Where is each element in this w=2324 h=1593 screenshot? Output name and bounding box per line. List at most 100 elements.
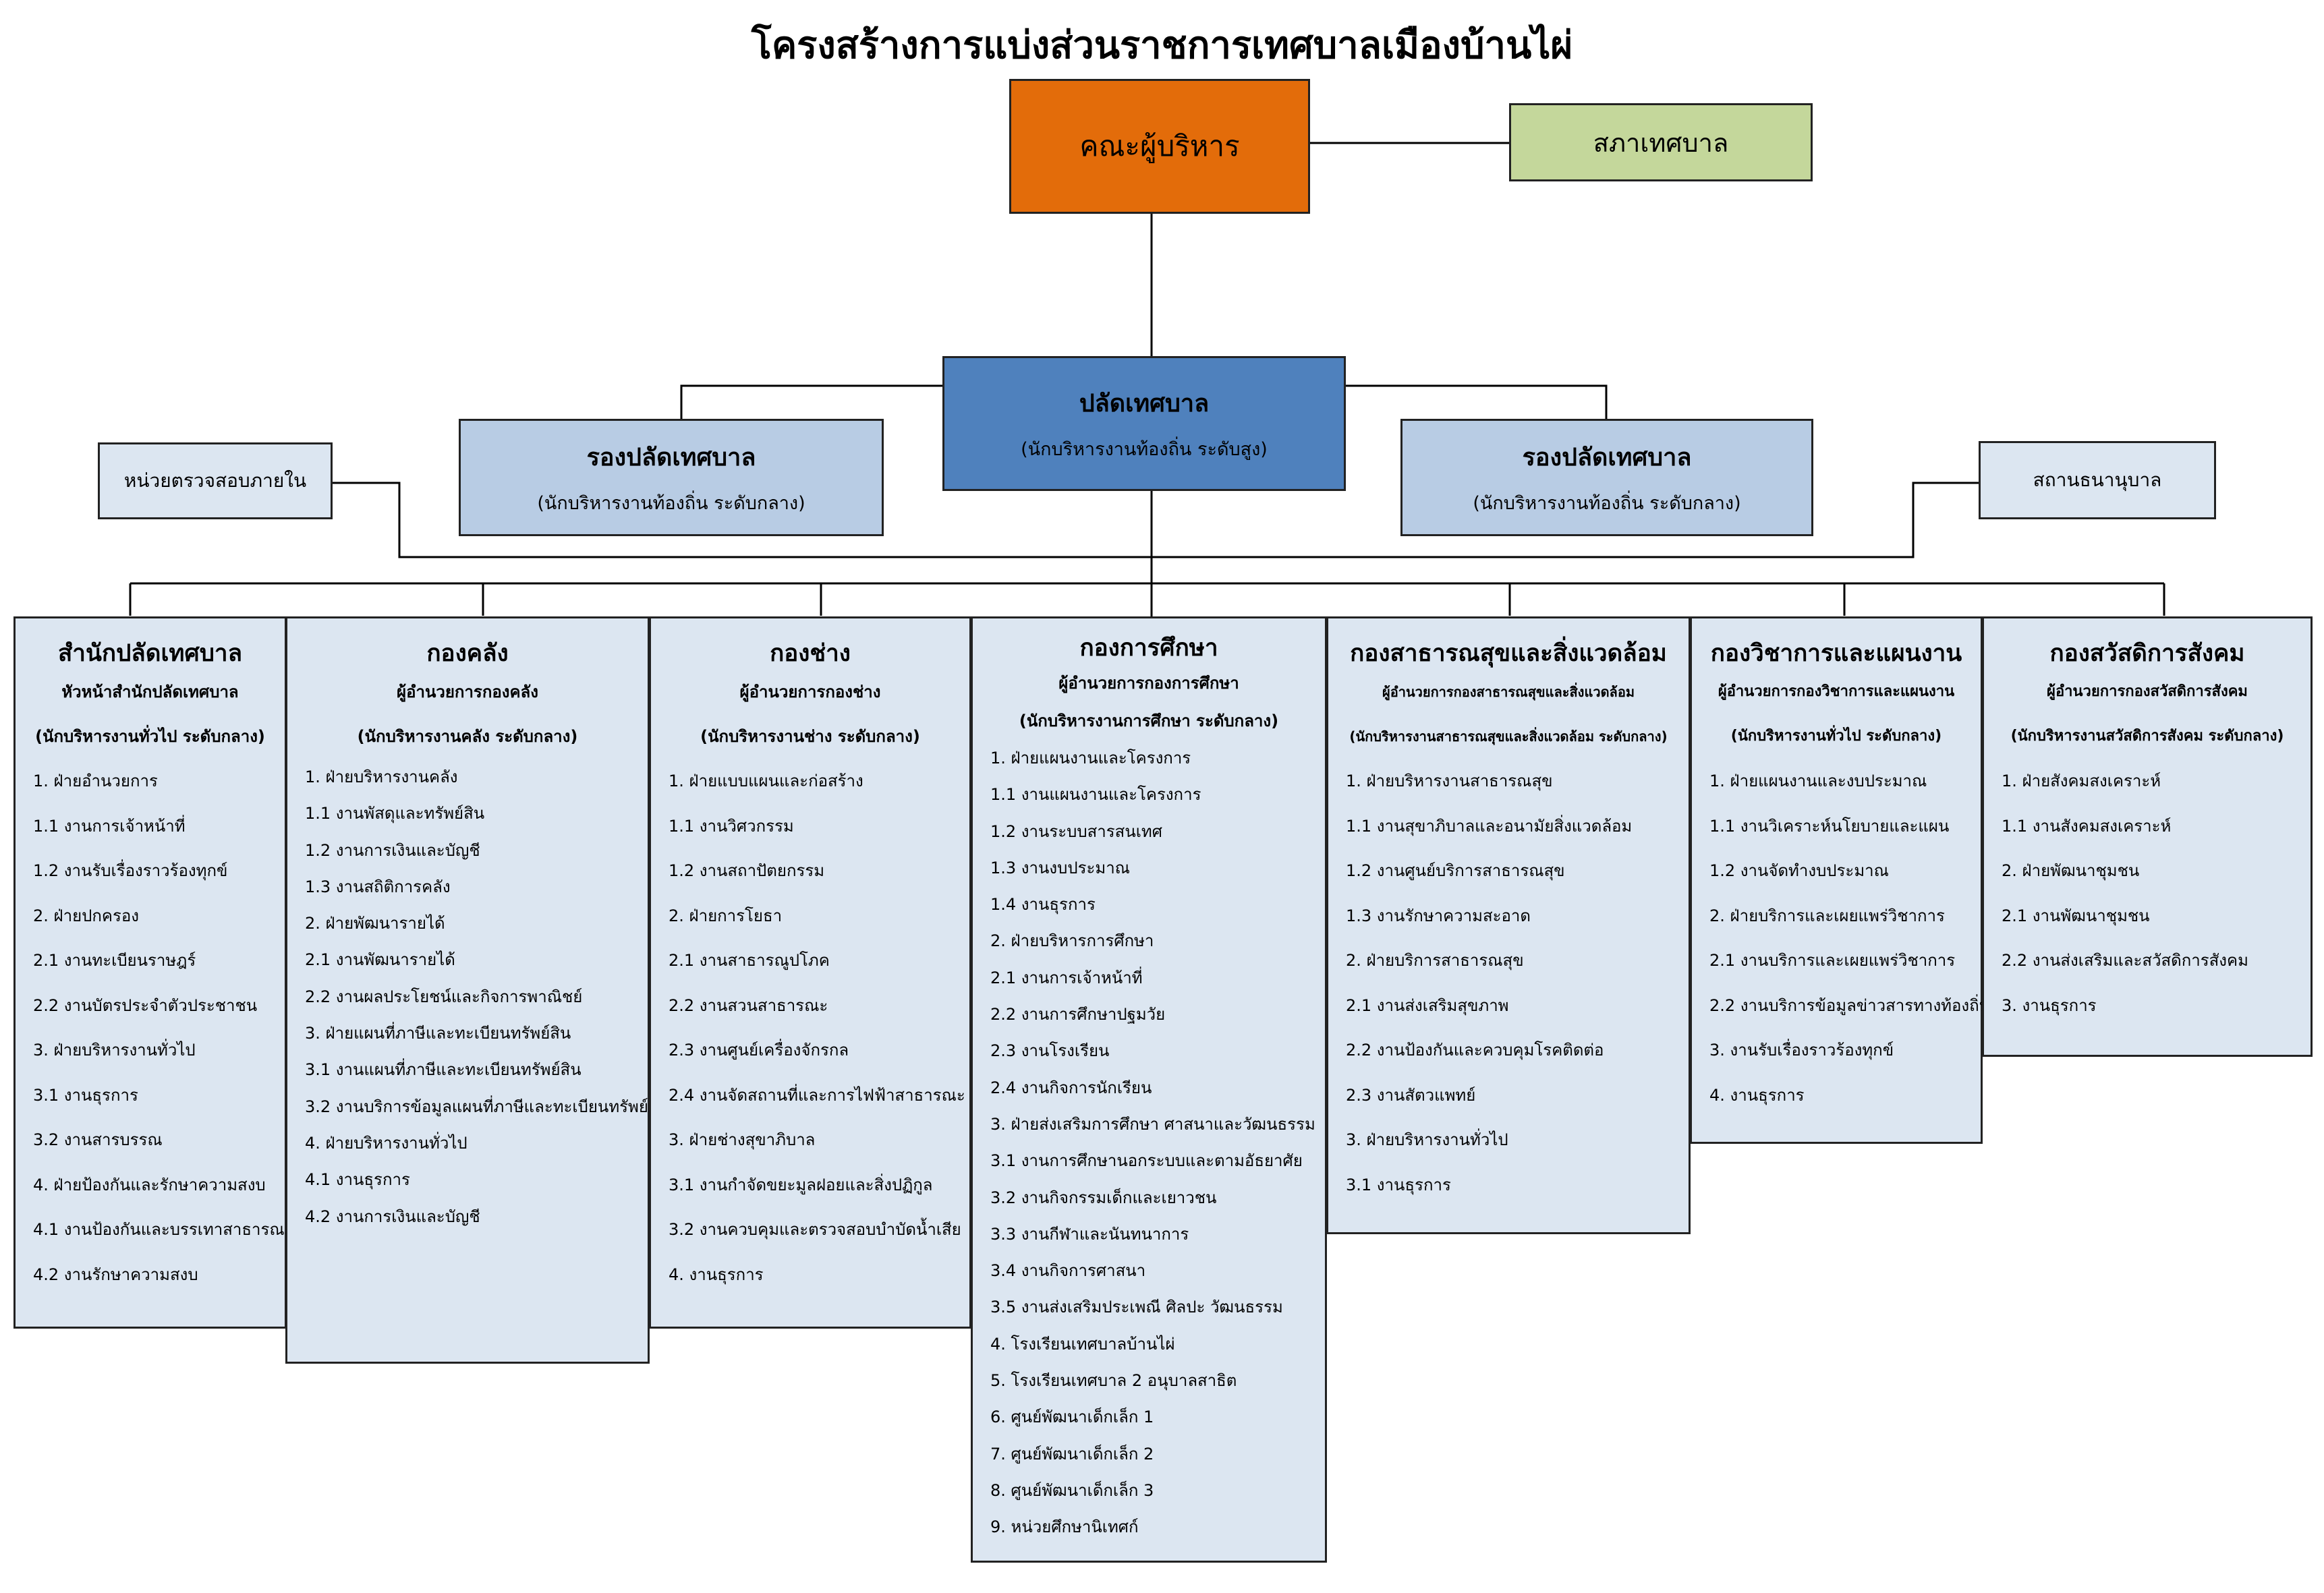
department-item: 2.2 งานสวนสาธารณะ xyxy=(669,995,828,1015)
pawnshop-box: สถานธนานุบาล xyxy=(1979,441,2216,519)
department-item: 2.3 งานสัตวแพทย์ xyxy=(1346,1085,1476,1105)
deputy-left-rank: (นักบริหารงานท้องถิ่น ระดับกลาง) xyxy=(537,493,805,514)
department-item: 1.2 งานสถาปัตยกรรม xyxy=(669,861,825,880)
department-item: 3. ฝ่ายช่างสุขาภิบาล xyxy=(669,1130,816,1149)
department-item: 1.3 งานสถิติการคลัง xyxy=(305,877,451,896)
department-item: 2. ฝ่ายปกครอง xyxy=(33,906,139,925)
department-public-health-environment: กองสาธารณสุขและสิ่งแวดล้อม ผู้อำนวยการกอ… xyxy=(1326,616,1691,1234)
council-label: สภาเทศบาล xyxy=(1593,127,1729,158)
department-social-welfare: กองสวัสดิการสังคม ผู้อำนวยการกองสวัสดิกา… xyxy=(1982,616,2313,1057)
department-item: 1.2 งานระบบสารสนเทศ xyxy=(990,821,1162,841)
department-item: 4. ฝ่ายป้องกันและรักษาความสงบ xyxy=(33,1175,266,1194)
internal-audit-box: หน่วยตรวจสอบภายใน xyxy=(98,442,333,519)
department-item: 1.2 งานจัดทำงบประมาณ xyxy=(1709,861,1889,880)
department-rank: (นักบริหารงานทั่วไป ระดับกลาง) xyxy=(1730,728,1942,745)
department-item: 4. งานธุรการ xyxy=(1709,1085,1805,1105)
department-item: 1.2 งานการเงินและบัญชี xyxy=(305,840,480,860)
department-item: 2.1 งานทะเบียนราษฎร์ xyxy=(33,951,196,970)
department-rank: (นักบริหารงานทั่วไป ระดับกลาง) xyxy=(35,727,265,746)
department-name: กองสวัสดิการสังคม xyxy=(2049,640,2245,667)
clerk-deputy-right-line xyxy=(1346,384,1608,419)
department-item: 1.2 งานรับเรื่องราวร้องทุกข์ xyxy=(33,861,228,880)
department-head: ผู้อำนวยการกองสวัสดิการสังคม xyxy=(2047,683,2248,700)
deputy-left-name: รองปลัดเทศบาล xyxy=(586,444,756,471)
deputy-right-name: รองปลัดเทศบาล xyxy=(1522,444,1692,471)
department-item: 3.5 งานส่งเสริมประเพณี ศิลปะ วัฒนธรรม xyxy=(990,1298,1283,1317)
department-item: 3.2 งานควบคุมและตรวจสอบบำบัดน้ำเสีย xyxy=(669,1220,961,1239)
department-head: ผู้อำนวยการกองการศึกษา xyxy=(1058,674,1239,693)
pawnshop-label: สถานธนานุบาล xyxy=(2033,469,2162,491)
department-item: 2.2 งานผลประโยชน์และกิจการพาณิชย์ xyxy=(305,987,583,1006)
department-item: 2.3 งานโรงเรียน xyxy=(990,1041,1110,1061)
department-name: กองวิชาการและแผนงาน xyxy=(1710,640,1962,667)
executive-box: คณะผู้บริหาร xyxy=(1009,79,1310,214)
department-item: 4. งานธุรการ xyxy=(669,1265,764,1284)
department-item: 4.1 งานธุรการ xyxy=(305,1170,410,1190)
department-item: 1.1 งานสังคมสงเคราะห์ xyxy=(2002,816,2172,836)
department-item: 3. ฝ่ายแผนที่ภาษีและทะเบียนทรัพย์สิน xyxy=(305,1024,571,1043)
department-name: กองคลัง xyxy=(426,640,509,667)
department-item: 1. ฝ่ายแบบแผนและก่อสร้าง xyxy=(669,772,863,790)
department-academic-planning: กองวิชาการและแผนงาน ผู้อำนวยการกองวิชากา… xyxy=(1690,616,1990,1144)
department-head: ผู้อำนวยการกองคลัง xyxy=(397,683,538,701)
department-rank: (นักบริหารงานคลัง ระดับกลาง) xyxy=(357,727,578,746)
department-item: 3.4 งานกิจการศาสนา xyxy=(990,1261,1146,1281)
department-item: 2. ฝ่ายบริหารการศึกษา xyxy=(990,931,1154,951)
department-item: 3. ฝ่ายบริหารงานทั่วไป xyxy=(1346,1130,1508,1149)
department-item-list: 1. ฝ่ายบริหารงานสาธารณสุข 1.1 งานสุขาภิบา… xyxy=(1346,759,1671,1207)
department-engineering: กองช่าง ผู้อำนวยการกองช่าง (นักบริหารงาน… xyxy=(649,616,971,1329)
department-name: สำนักปลัดเทศบาล xyxy=(57,640,243,667)
department-item: 9. หน่วยศึกษานิเทศก์ xyxy=(990,1517,1139,1537)
department-item: 3.1 งานกำจัดขยะมูลฝอยและสิ่งปฏิกูล xyxy=(669,1175,933,1194)
clerk-name: ปลัดเทศบาล xyxy=(1079,390,1210,417)
department-item: 2.2 งานบัตรประจำตัวประชาชน xyxy=(33,995,258,1015)
internal-audit-label: หน่วยตรวจสอบภายใน xyxy=(123,469,307,492)
department-item: 4. โรงเรียนเทศบาลบ้านไผ่ xyxy=(990,1334,1175,1354)
department-item: 2.2 งานการศึกษาปฐมวัย xyxy=(990,1005,1166,1024)
department-item: 1.3 งานรักษาความสะอาด xyxy=(1346,906,1531,925)
department-item: 7. ศูนย์พัฒนาเด็กเล็ก 2 xyxy=(990,1444,1154,1464)
department-rank: (นักบริหารงานสวัสดิการสังคม ระดับกลาง) xyxy=(2010,728,2284,745)
department-head: หัวหน้าสำนักปลัดเทศบาล xyxy=(61,683,239,701)
clerk-rank: (นักบริหารงานท้องถิ่น ระดับสูง) xyxy=(1021,439,1268,460)
department-item: 2.4 งานจัดสถานที่และการไฟฟ้าสาธารณะ xyxy=(669,1085,965,1105)
department-item: 1. ฝ่ายบริหารงานสาธารณสุข xyxy=(1346,772,1553,790)
department-item: 2.1 งานพัฒนารายได้ xyxy=(305,950,455,970)
department-item: 3.2 งานสารบรรณ xyxy=(33,1130,163,1149)
department-finance: กองคลัง ผู้อำนวยการกองคลัง (นักบริหารงาน… xyxy=(285,616,669,1364)
department-name: กองช่าง xyxy=(770,640,851,667)
department-item: 1.2 งานศูนย์บริการสาธารณสุข xyxy=(1346,861,1565,880)
department-item: 3.2 งานบริการข้อมูลแผนที่ภาษีและทะเบียนท… xyxy=(305,1097,669,1116)
executive-label: คณะผู้บริหาร xyxy=(1079,129,1240,163)
department-item: 2.1 งานส่งเสริมสุขภาพ xyxy=(1346,995,1509,1015)
deputy-right-rank: (นักบริหารงานท้องถิ่น ระดับกลาง) xyxy=(1473,493,1741,514)
department-item: 1.1 งานการเจ้าหน้าที่ xyxy=(33,816,186,836)
department-item: 3. งานธุรการ xyxy=(2002,995,2097,1015)
deputy-clerk-left-box: รองปลัดเทศบาล (นักบริหารงานท้องถิ่น ระดั… xyxy=(459,419,884,536)
department-rank: (นักบริหารงานช่าง ระดับกลาง) xyxy=(700,727,920,746)
clerk-deputy-left-line xyxy=(680,384,942,419)
department-name: กองสาธารณสุขและสิ่งแวดล้อม xyxy=(1350,640,1667,667)
department-item: 1. ฝ่ายแผนงานและโครงการ xyxy=(990,749,1191,767)
department-item: 1.1 งานวิศวกรรม xyxy=(669,816,794,836)
chart-title: โครงสร้างการแบ่งส่วนราชการเทศบาลเมืองบ้า… xyxy=(751,24,1573,67)
department-item: 2. ฝ่ายบริการและเผยแพร่วิชาการ xyxy=(1709,906,1945,925)
department-item: 6. ศูนย์พัฒนาเด็กเล็ก 1 xyxy=(990,1408,1154,1427)
department-item: 3. งานรับเรื่องราวร้องทุกข์ xyxy=(1709,1041,1894,1060)
deputy-clerk-right-box: รองปลัดเทศบาล (นักบริหารงานท้องถิ่น ระดั… xyxy=(1400,419,1813,536)
department-head: ผู้อำนวยการกองวิชาการและแผนงาน xyxy=(1718,683,1955,700)
department-item: 4.2 งานรักษาความสงบ xyxy=(33,1265,198,1284)
department-item: 2. ฝ่ายบริการสาธารณสุข xyxy=(1346,951,1524,970)
department-item: 1.4 งานธุรการ xyxy=(990,895,1096,915)
department-item: 2.4 งานกิจการนักเรียน xyxy=(990,1078,1152,1097)
department-item: 1.1 งานสุขาภิบาลและอนามัยสิ่งแวดล้อม xyxy=(1346,816,1633,836)
department-head: ผู้อำนวยการกองช่าง xyxy=(739,683,881,701)
council-box: สภาเทศบาล xyxy=(1509,103,1813,181)
department-item: 1.3 งานงบประมาณ xyxy=(990,858,1130,877)
department-item-list: 1. ฝ่ายแบบแผนและก่อสร้าง 1.1 งานวิศวกรรม 1… xyxy=(669,759,965,1297)
department-item: 2.1 งานพัฒนาชุมชน xyxy=(2002,906,2150,925)
department-item: 3.1 งานแผนที่ภาษีและทะเบียนทรัพย์สิน xyxy=(305,1060,582,1080)
department-item: 2.3 งานศูนย์เครื่องจักรกล xyxy=(669,1041,849,1060)
